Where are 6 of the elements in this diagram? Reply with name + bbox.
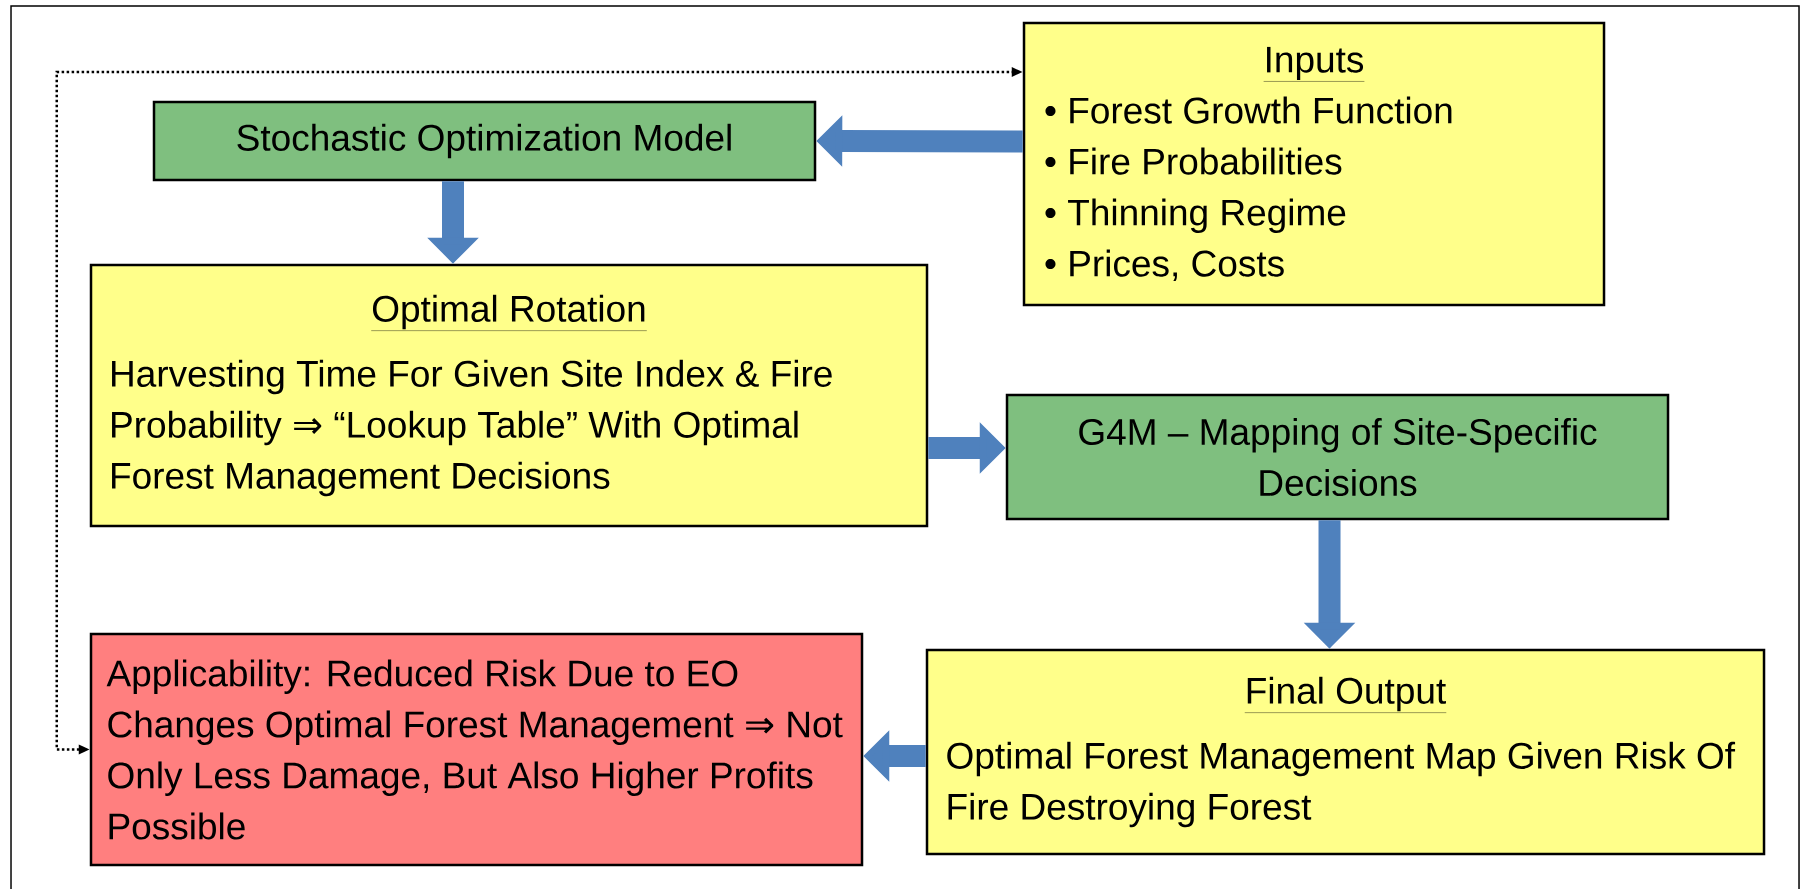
process-box: Optimal Rotation Harvesting Time For Given Site Index & Fire Probability ⇒ “Lookup Table” With Optimal Forest Management Decisions	[89, 263, 929, 528]
process-box: Stochastic Optimization Model	[152, 100, 817, 182]
process-box: Final Output Optimal Forest Management Map Given Risk Of Fire Destroying Forest	[925, 648, 1766, 856]
process-box: Applicability: Reduced Risk Due to EO Changes Optimal Forest Management ⇒ Not Only Less Damage, But Also Higher Profits Possible	[89, 632, 864, 867]
process-box: G4M – Mapping of Site-Specific Decisions	[1005, 393, 1670, 521]
process-box: Inputs • Forest Growth Function • Fire Probabilities • Thinning Regime • Prices, Costs	[1022, 21, 1606, 307]
